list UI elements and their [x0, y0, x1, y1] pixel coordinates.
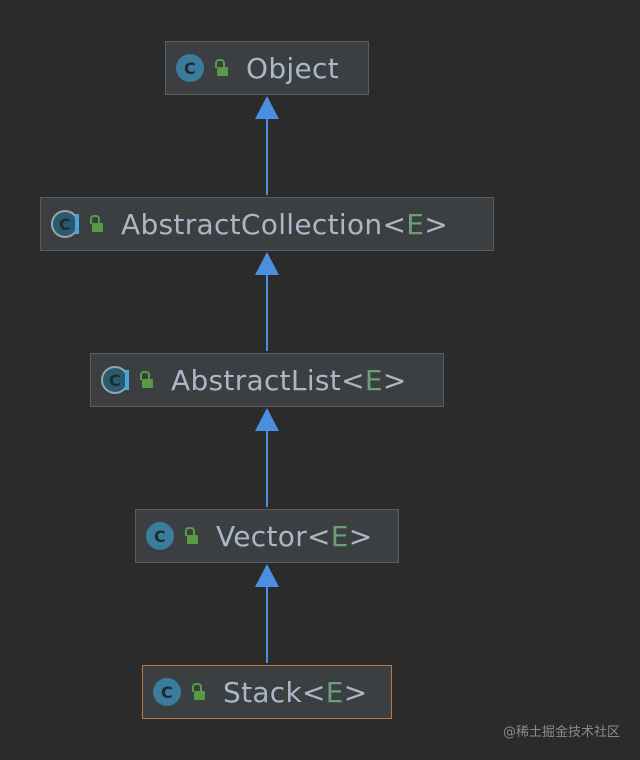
abstract-class-icon: C	[51, 210, 79, 238]
class-name-label: AbstractList<E>	[171, 363, 407, 397]
class-icon: C	[146, 522, 174, 550]
class-name-label: AbstractCollection<E>	[121, 207, 448, 241]
class-node-abstractlist[interactable]: C AbstractList<E>	[90, 353, 444, 407]
type-parameter: E	[406, 207, 425, 241]
class-name-label: Stack<E>	[223, 675, 368, 709]
class-node-stack[interactable]: C Stack<E>	[142, 665, 392, 719]
abstract-class-icon: C	[101, 366, 129, 394]
public-lock-icon	[191, 683, 205, 701]
class-node-object[interactable]: C Object	[165, 41, 369, 95]
public-lock-icon	[184, 527, 198, 545]
public-lock-icon	[139, 371, 153, 389]
class-icon: C	[153, 678, 181, 706]
type-parameter: E	[330, 519, 349, 553]
class-node-vector[interactable]: C Vector<E>	[135, 509, 399, 563]
public-lock-icon	[89, 215, 103, 233]
type-parameter: E	[325, 675, 344, 709]
public-lock-icon	[214, 59, 228, 77]
edge-vector-to-abstractlist	[255, 408, 279, 507]
type-parameter: E	[364, 363, 383, 397]
edge-abstractlist-to-abstractcollection	[255, 252, 279, 351]
class-icon: C	[176, 54, 204, 82]
class-name-label: Object	[246, 51, 339, 85]
edge-abstractcollection-to-object	[255, 96, 279, 195]
class-name-label: Vector<E>	[216, 519, 373, 553]
class-node-abstractcollection[interactable]: C AbstractCollection<E>	[40, 197, 494, 251]
watermark: @稀土掘金技术社区	[502, 725, 620, 740]
edge-stack-to-vector	[255, 564, 279, 663]
